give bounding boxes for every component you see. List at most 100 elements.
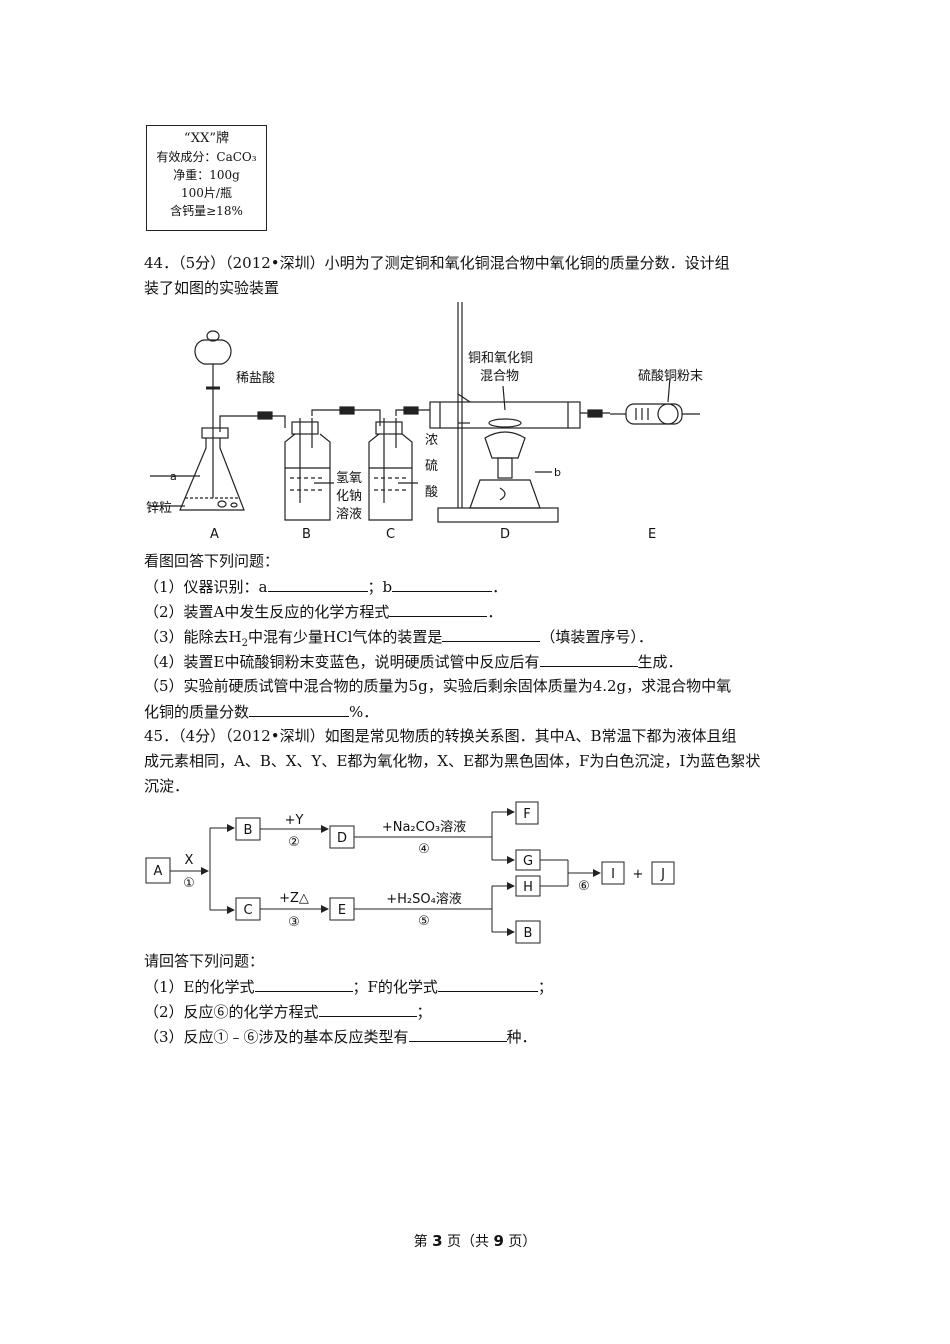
node-f: F [523, 807, 530, 822]
q44-sub3-end: （填装置序号）． [540, 628, 653, 646]
label-cuso4: 硫酸铜粉末 [638, 369, 703, 384]
node-i: I [611, 867, 615, 882]
edge-x: X [185, 853, 194, 868]
q44-prompt: 看图回答下列问题： [144, 552, 280, 570]
q45-intro-line2: 成元素相同，A、B、X、Y、E都为氧化物，X、E都为黑色固体，F为白色沉淀，I为… [144, 752, 761, 770]
q44-sub1-mid: ；b [367, 578, 393, 596]
q45-sub1-end: ； [537, 978, 553, 996]
apparatus-d [429, 302, 610, 523]
q45-sub1: （1）E的化学式 ；F的化学式 ； [144, 976, 553, 997]
apparatus-b [284, 409, 381, 521]
label-apparatus-c: C [386, 527, 395, 542]
q44-sub1-text: （1）仪器识别：a [144, 578, 268, 596]
conversion-diagram: A X ① B C +Y ② +Z△ ③ D E +Na₂CO₃溶液 ④ +H₂… [145, 801, 675, 944]
product-label: “XX”牌 有效成分：CaCO₃ 净重：100g 100片/瓶 含钙量≥18% [146, 125, 267, 231]
answer-blank-e-formula[interactable] [254, 976, 353, 992]
answer-blank-f-formula[interactable] [437, 976, 538, 992]
page-footer: 第 3 页（共 9 页） [0, 1231, 950, 1251]
q45-sub1-text: （1）E的化学式 [144, 978, 255, 996]
label-mixture-1: 铜和氧化铜 [468, 351, 533, 366]
label-instrument-a: a [170, 470, 177, 483]
q44-sub3: （3）能除去H2中混有少量HCl气体的装置是（填装置序号）． [144, 626, 653, 654]
edge-r4: ④ [418, 842, 430, 857]
label-apparatus-b: B [302, 527, 311, 542]
answer-blank-equation[interactable] [389, 601, 488, 617]
node-a: A [154, 864, 163, 879]
footer-pre: 第 [413, 1234, 433, 1250]
apparatus-diagram: 稀盐酸 铜和氧化铜 混合物 硫酸铜粉末 氢氧 化钠 溶液 浓 硫 酸 锌粒 a … [146, 302, 703, 542]
q44-sub3-mid: 中混有少量HCl气体的装置是 [248, 628, 443, 646]
label-brand: “XX”牌 [183, 131, 230, 146]
label-apparatus-e: E [648, 527, 656, 542]
node-c: C [243, 903, 252, 918]
q44-sub5-text: 化铜的质量分数 [144, 703, 250, 721]
q45-sub2-end: ； [416, 1003, 432, 1021]
edge-r2: ② [288, 835, 300, 850]
label-calcium: 含钙量≥18% [170, 204, 243, 218]
label-apparatus-a: A [210, 527, 219, 542]
label-h2so4-3: 酸 [425, 485, 438, 500]
q45-sub3: （3）反应①﹣⑥涉及的基本反应类型有 种． [144, 1026, 537, 1047]
q44-sub1-end: ． [492, 578, 508, 596]
node-h: H [523, 880, 533, 895]
q44-sub5-line2: 化铜的质量分数 %． [144, 701, 378, 722]
node-e: E [338, 903, 346, 918]
label-h2so4-1: 浓 [425, 433, 438, 448]
edge-r5: ⑤ [418, 914, 430, 929]
apparatus-a [150, 330, 286, 511]
edge-na2co3: +Na₂CO₃溶液 [382, 820, 466, 835]
footer-page-number: 3 [432, 1232, 443, 1250]
q44-sub3-text: （3）能除去H [144, 628, 242, 646]
node-d: D [337, 831, 347, 846]
q45-intro-line1: 45．（4分）（2012•深圳）如图是常见物质的转换关系图．其中A、B常温下都为… [144, 727, 737, 745]
footer-mid: 页（共 [442, 1234, 494, 1250]
edge-r1: ① [183, 876, 195, 891]
q45-sub3-text: （3）反应①﹣⑥涉及的基本反应类型有 [144, 1028, 409, 1046]
label-naoh-2: 化钠 [336, 489, 362, 504]
q44-intro-line1: 44．（5分）（2012•深圳）小明为了测定铜和氧化铜混合物中氧化铜的质量分数．… [144, 254, 730, 272]
answer-blank-b[interactable] [392, 576, 493, 592]
q44-intro-line2: 装了如图的实验装置 [144, 279, 280, 297]
footer-post: 页） [503, 1234, 537, 1250]
label-naoh-1: 氢氧 [336, 471, 362, 486]
plus-sign: + [633, 867, 644, 882]
q44-sub2-end: ． [487, 603, 503, 621]
q45-prompt: 请回答下列问题： [144, 952, 265, 970]
label-instrument-b: b [554, 466, 561, 479]
answer-blank-equation6[interactable] [318, 1001, 417, 1017]
node-b2: B [524, 926, 533, 941]
q45-intro-line3: 沉淀． [144, 777, 190, 795]
q44-sub1: （1）仪器识别：a ；b ． [144, 576, 507, 597]
answer-blank-device[interactable] [442, 626, 541, 642]
edge-plus-z: +Z△ [279, 891, 309, 906]
q44-sub5-end: %． [349, 703, 379, 721]
apparatus-e [610, 377, 700, 425]
node-j: J [660, 867, 665, 882]
label-h2so4-2: 硫 [425, 459, 438, 474]
q44-sub4-text: （4）装置E中硫酸铜粉末变蓝色，说明硬质试管中反应后有 [144, 653, 540, 671]
node-g: G [523, 854, 533, 869]
edge-plus-y: +Y [285, 813, 304, 828]
label-net-weight: 净重：100g [173, 168, 240, 182]
label-apparatus-d: D [500, 527, 510, 542]
answer-blank-a[interactable] [267, 576, 368, 592]
edge-r6: ⑥ [578, 879, 590, 894]
q44-sub5-line1: （5）实验前硬质试管中混合物的质量为5g，实验后剩余固体质量为4.2g，求混合物… [144, 677, 732, 695]
answer-blank-percent[interactable] [249, 701, 350, 717]
q45-sub3-end: 种． [506, 1028, 537, 1046]
apparatus-c [368, 409, 430, 521]
answer-blank-product[interactable] [539, 651, 638, 667]
answer-blank-types[interactable] [408, 1026, 507, 1042]
edge-r3: ③ [288, 915, 300, 930]
q45-sub2: （2）反应⑥的化学方程式 ； [144, 1001, 432, 1022]
q45-sub2-text: （2）反应⑥的化学方程式 [144, 1003, 319, 1021]
q44-sub4-end: 生成． [637, 653, 683, 671]
label-mixture-2: 混合物 [480, 369, 519, 384]
q44-sub4: （4）装置E中硫酸铜粉末变蓝色，说明硬质试管中反应后有 生成． [144, 651, 683, 672]
label-hcl: 稀盐酸 [236, 371, 275, 386]
edge-h2so4: +H₂SO₄溶液 [386, 892, 462, 907]
footer-total-pages: 9 [493, 1232, 504, 1250]
q44-sub2-text: （2）装置A中发生反应的化学方程式 [144, 603, 390, 621]
node-b: B [244, 823, 253, 838]
q45-sub1-mid: ；F的化学式 [352, 978, 438, 996]
